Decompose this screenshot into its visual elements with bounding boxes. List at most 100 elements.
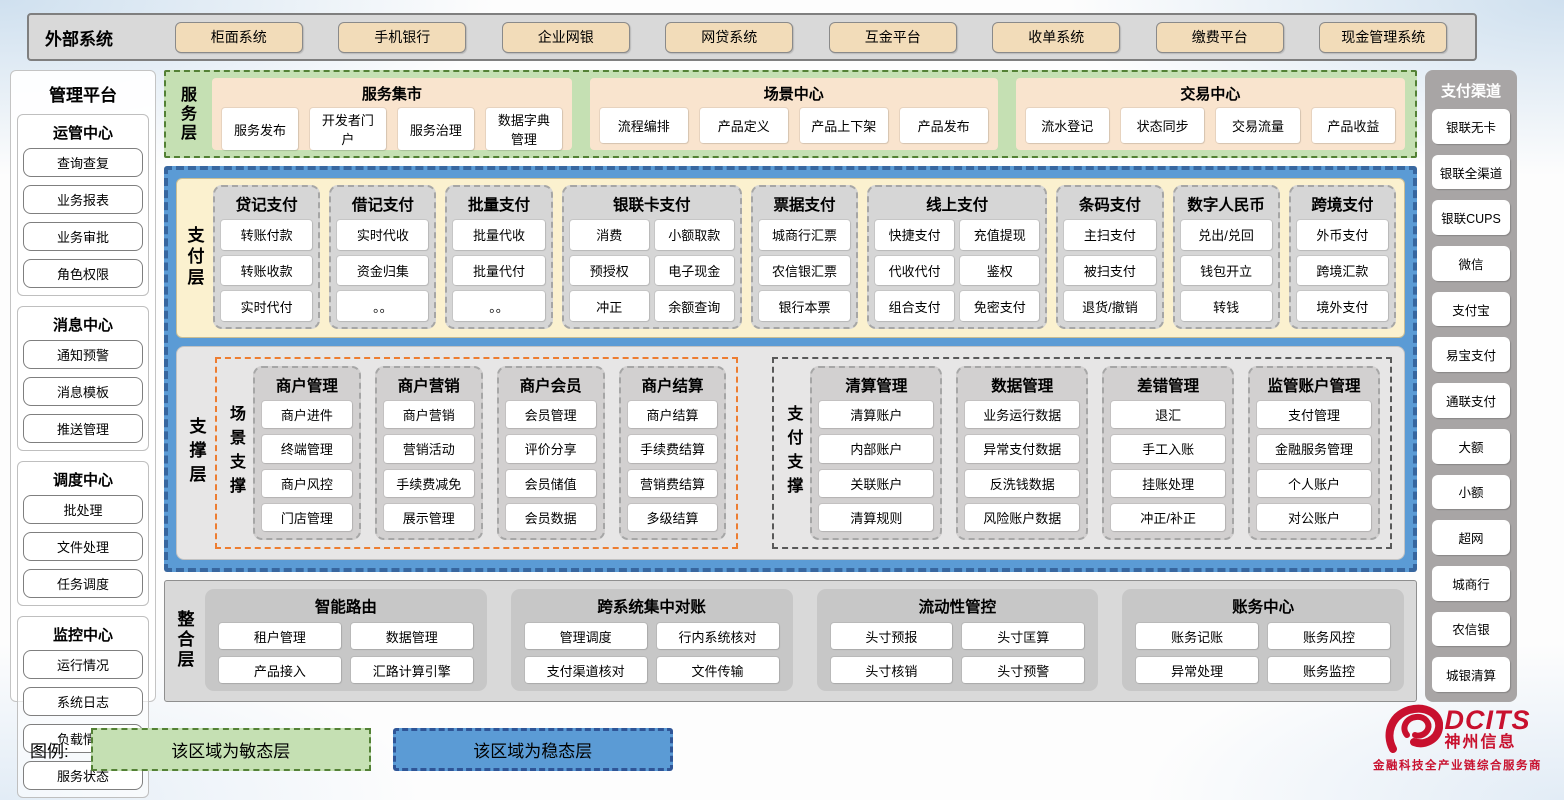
support-column-items: 支付管理金融服务管理个人账户对公账户 (1257, 401, 1371, 531)
payment-item-box: 钱包开立 (1180, 255, 1272, 286)
payment-layer-label: 支付层 (184, 225, 204, 289)
support-section-columns: 商户管理商户进件终端管理商户风控门店管理商户营销商户营销营销活动手续费减免展示管… (253, 366, 727, 540)
payment-item-box: 冲正 (569, 291, 649, 321)
integration-panel-items: 头寸预报头寸匡算头寸核销头寸预警 (830, 623, 1085, 683)
service-panel-items: 服务发布开发者门户服务治理数据字典管理 (222, 108, 562, 150)
support-item-box: 会员管理 (505, 401, 596, 429)
support-item-box: 门店管理 (262, 503, 352, 531)
external-system-box: 收单系统 (992, 21, 1121, 53)
integration-item-box: 管理调度 (524, 623, 647, 649)
payment-item-box: 转钱 (1180, 291, 1272, 321)
payment-column: 银联卡支付消费小额取款预授权电子现金冲正余额查询 (561, 185, 742, 329)
support-column-items: 退汇手工入账挂账处理冲正/补正 (1111, 401, 1226, 531)
payment-column-title: 银联卡支付 (613, 197, 691, 214)
external-systems-label: 外部系统 (45, 29, 113, 49)
channel-item-box: 支付宝 (1432, 291, 1510, 327)
support-section: 场景支撑商户管理商户进件终端管理商户风控门店管理商户营销商户营销营销活动手续费减… (215, 357, 739, 549)
integration-panels: 智能路由租户管理数据管理产品接入汇路计算引擎跨系统集中对账管理调度行内系统核对支… (205, 589, 1404, 691)
payment-channels-title: 支付渠道 (1440, 83, 1501, 100)
payment-item-box: 兑出/兑回 (1180, 220, 1272, 250)
payment-column: 借记支付实时代收资金归集。。 (329, 185, 437, 329)
channel-item-box: 城银清算 (1432, 657, 1510, 692)
integration-item-box: 账务风控 (1268, 623, 1390, 649)
service-item-box: 流水登记 (1025, 108, 1109, 143)
support-item-box: 个人账户 (1257, 469, 1371, 497)
support-column-title: 商户管理 (275, 378, 338, 395)
group-item-box: 推送管理 (23, 414, 143, 443)
group-item-box: 业务报表 (23, 185, 143, 214)
management-platform-title: 管理平台 (49, 86, 117, 105)
legend-stable-box: 该区域为稳态层 (392, 728, 673, 771)
payment-item-box: 被扫支付 (1064, 255, 1156, 286)
payment-item-box: 余额查询 (654, 291, 734, 321)
support-column-title: 商户结算 (641, 378, 704, 395)
group-item-box: 系统日志 (23, 687, 143, 716)
group-title: 监控中心 (52, 627, 113, 644)
payment-item-box: 充值提现 (960, 220, 1040, 250)
integration-panel-items: 管理调度行内系统核对支付渠道核对文件传输 (524, 623, 779, 683)
dcits-logo-row: DCITS 神州信息 (1385, 704, 1531, 754)
service-panel: 场景中心流程编排产品定义产品上下架产品发布 (589, 78, 998, 150)
support-item-box: 内部账户 (819, 435, 934, 463)
support-column-title: 差错管理 (1137, 378, 1200, 395)
payment-item-box: 银行本票 (758, 291, 851, 321)
support-column-title: 清算管理 (845, 378, 908, 395)
payment-item-box: 农信银汇票 (758, 255, 851, 286)
integration-item-box: 账务监控 (1268, 657, 1390, 683)
channel-item-box: 通联支付 (1432, 383, 1510, 418)
service-item-box: 服务发布 (222, 108, 298, 150)
support-item-box: 营销费结算 (627, 469, 718, 497)
external-systems-bar: 外部系统 柜面系统手机银行企业网银网贷系统互金平台收单系统缴费平台现金管理系统 (27, 13, 1477, 61)
service-panels: 服务集市服务发布开发者门户服务治理数据字典管理场景中心流程编排产品定义产品上下架… (212, 78, 1405, 150)
support-column-items: 商户营销营销活动手续费减免展示管理 (383, 401, 474, 531)
support-column-items: 商户结算手续费结算营销费结算多级结算 (627, 401, 718, 531)
integration-item-box: 产品接入 (219, 657, 341, 683)
payment-column-items: 快捷支付充值提现代收代付鉴权组合支付免密支付 (875, 220, 1040, 321)
payment-column: 条码支付主扫支付被扫支付退货/撤销 (1056, 185, 1164, 329)
integration-panel-items: 账务记账账务风控异常处理账务监控 (1136, 623, 1390, 683)
support-column-items: 会员管理评价分享会员储值会员数据 (505, 401, 596, 531)
integration-panel-title: 流动性管控 (918, 599, 997, 616)
support-column: 商户营销商户营销营销活动手续费减免展示管理 (374, 366, 483, 540)
support-column-items: 商户进件终端管理商户风控门店管理 (262, 401, 352, 531)
service-layer-label: 服务层 (178, 85, 195, 143)
support-column-items: 业务运行数据异常支付数据反洗钱数据风险账户数据 (965, 401, 1080, 531)
payment-item-box: 主扫支付 (1064, 220, 1156, 250)
support-item-box: 支付管理 (1257, 401, 1371, 429)
integration-panel-title: 账务中心 (1232, 599, 1295, 616)
payment-column-items: 转账付款转账收款实时代付 (221, 220, 313, 321)
integration-item-box: 头寸预警 (962, 657, 1085, 683)
channel-item-box: 银联CUPS (1432, 200, 1510, 236)
service-item-box: 产品上下架 (799, 108, 888, 143)
support-section: 支付支撑清算管理清算账户内部账户关联账户清算规则数据管理业务运行数据异常支付数据… (772, 357, 1392, 549)
payment-item-box: 实时代付 (221, 291, 313, 321)
group-item-box: 运行情况 (23, 650, 143, 679)
dcits-tagline: 金融科技全产业链综合服务商 (1373, 760, 1542, 772)
channel-item-box: 超网 (1432, 520, 1510, 555)
stable-area: 支付层 贷记支付转账付款转账收款实时代付借记支付实时代收资金归集。。批量支付批量… (164, 166, 1417, 572)
payment-column-title: 借记支付 (351, 197, 414, 214)
payment-item-box: 免密支付 (960, 291, 1040, 321)
support-item-box: 清算规则 (819, 503, 934, 531)
integration-item-box: 行内系统核对 (656, 623, 779, 649)
support-item-box: 对公账户 (1257, 503, 1371, 531)
support-item-box: 展示管理 (383, 503, 474, 531)
external-system-box: 网贷系统 (665, 21, 794, 53)
support-column: 监管账户管理支付管理金融服务管理个人账户对公账户 (1248, 366, 1380, 540)
payment-item-box: 预授权 (569, 255, 649, 286)
channel-item-box: 小额 (1432, 474, 1510, 510)
support-item-box: 关联账户 (819, 469, 934, 497)
channel-item-box: 银联无卡 (1432, 109, 1510, 144)
external-system-box: 手机银行 (338, 21, 467, 53)
support-item-box: 商户结算 (627, 401, 718, 429)
payment-item-box: 退货/撤销 (1064, 291, 1156, 321)
payment-item-box: 外币支付 (1296, 220, 1388, 250)
payment-item-box: 。。 (453, 291, 545, 321)
support-column: 数据管理业务运行数据异常支付数据反洗钱数据风险账户数据 (956, 366, 1089, 540)
dcits-logo: DCITS 神州信息 金融科技全产业链综合服务商 (1373, 704, 1542, 773)
service-item-box: 产品定义 (699, 108, 788, 143)
payment-item-box: 批量代付 (453, 255, 545, 286)
management-group: 监控中心运行情况系统日志负载情况服务状态 (17, 616, 149, 798)
legend-agile-box: 该区域为敏态层 (90, 728, 371, 771)
payment-item-box: 城商行汇票 (758, 220, 851, 250)
